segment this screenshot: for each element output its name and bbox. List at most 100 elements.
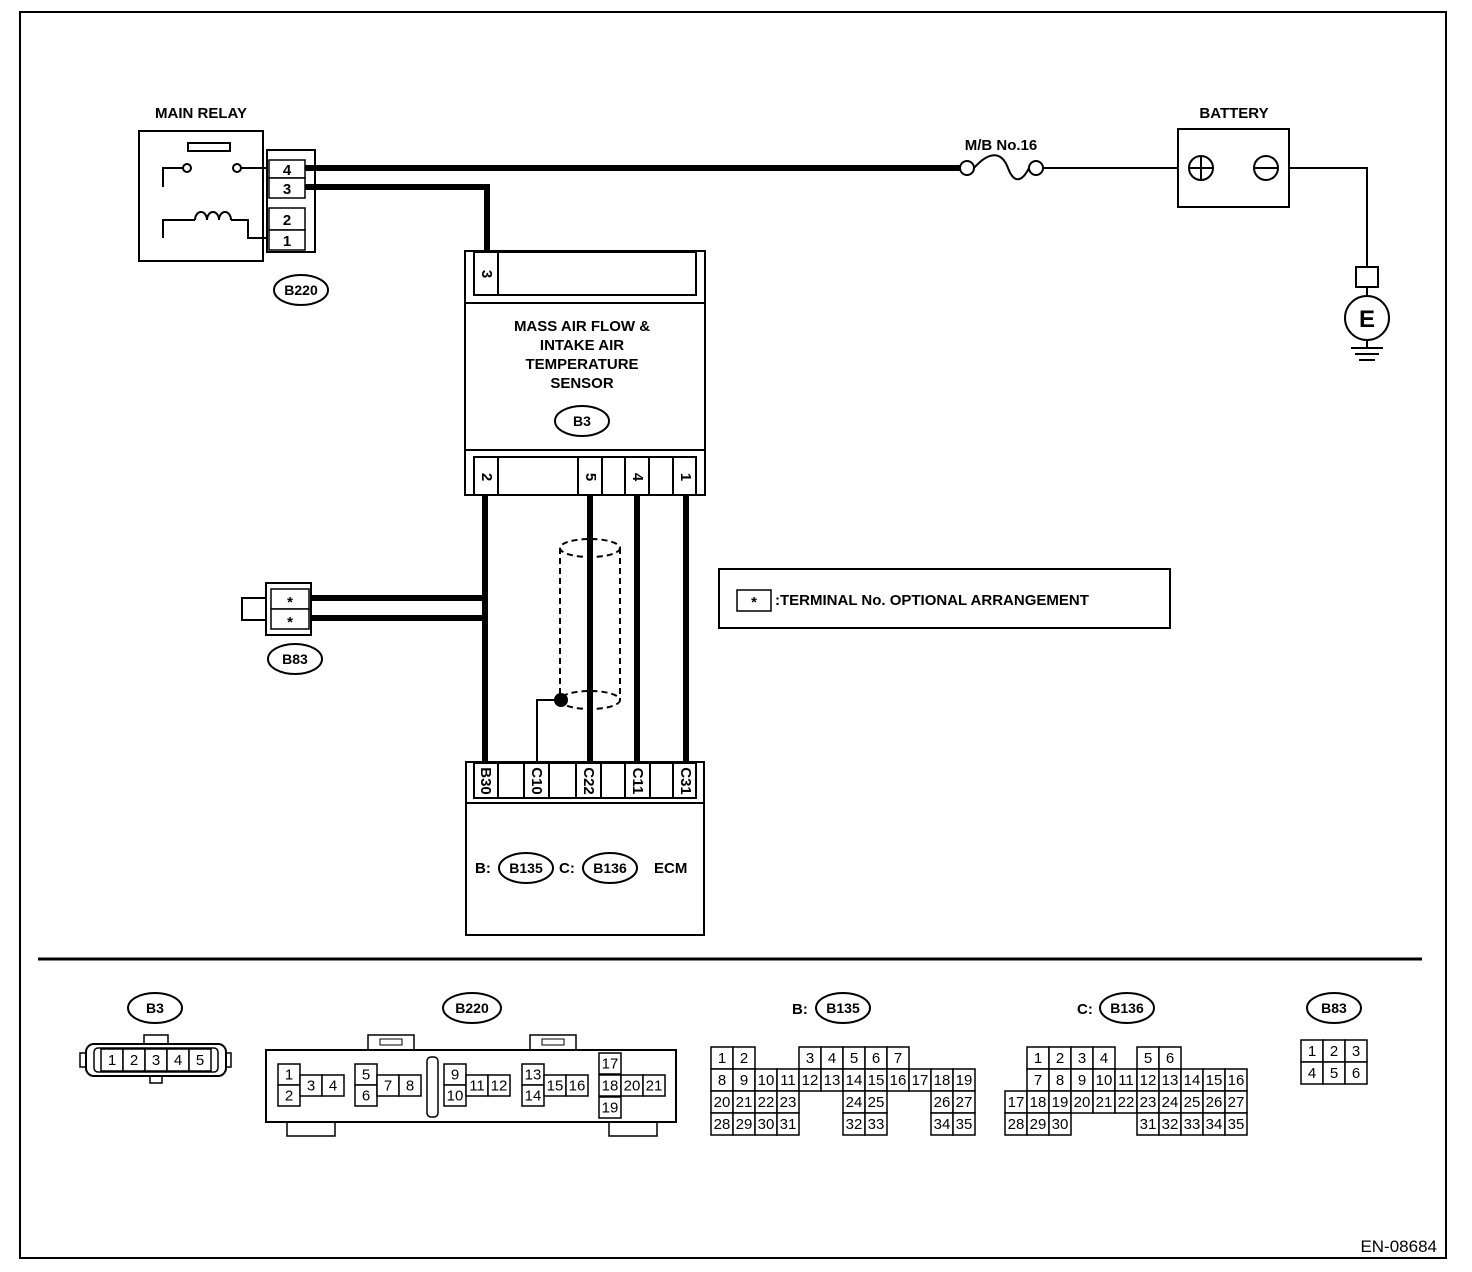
wire-b83-lower [311, 615, 488, 766]
maf-pin-1: 1 [677, 473, 694, 481]
b220-view-pin-2: 2 [285, 1088, 293, 1105]
wire-shield-c10 [536, 699, 561, 766]
b136-view-pin-11: 11 [1118, 1072, 1134, 1089]
b135-view-pin-2: 2 [740, 1050, 748, 1067]
b135-view-pin-8: 8 [718, 1072, 726, 1089]
b220-view-pin-20: 20 [624, 1078, 641, 1095]
maf-title-line-1: MASS AIR FLOW & [514, 318, 650, 335]
ecm-b-prefix: B: [475, 860, 491, 877]
b3-view-pin-1: 1 [108, 1052, 116, 1069]
legend-symbol: * [751, 594, 757, 611]
b83-view-label: B83 [1321, 1000, 1347, 1016]
b135-view-pin-32: 32 [846, 1116, 863, 1133]
b136-view-pin-31: 31 [1140, 1116, 1157, 1133]
b135-view-pin-12: 12 [802, 1072, 819, 1089]
fuse: M/B No.16 [959, 137, 1044, 181]
b135-view-pin-4: 4 [828, 1050, 836, 1067]
b83-view-pin-2: 2 [1330, 1043, 1338, 1060]
main-relay-title: MAIN RELAY [155, 105, 247, 122]
b220-view-pin-17-cell [598, 1052, 622, 1075]
b136-view-pin-2: 2 [1056, 1050, 1064, 1067]
b3-view-pin-5: 5 [196, 1052, 204, 1069]
ecm-title: ECM [654, 860, 687, 877]
b136-view-pin-1: 1 [1034, 1050, 1042, 1067]
maf-title-line-2: INTAKE AIR [540, 337, 624, 354]
b135-view-pin-10: 10 [758, 1072, 775, 1089]
b83-view-pin-1: 1 [1308, 1043, 1316, 1060]
b135-view-pin-33-cell [864, 1112, 888, 1136]
b220-view-pin-4: 4 [329, 1078, 337, 1095]
maf-title-line-4: SENSOR [550, 375, 614, 392]
b136-view-label: B136 [1110, 1000, 1144, 1016]
b220-view-pin-4-cell [321, 1074, 345, 1097]
b220-view-pin-21-cell [642, 1074, 666, 1097]
b220-view-pin-12: 12 [491, 1078, 508, 1095]
b135-view-pin-31-cell [776, 1112, 800, 1136]
b135-view-pin-24: 24 [846, 1094, 863, 1111]
b136-view-prefix: C: [1077, 1001, 1093, 1018]
b3-view-pin-2: 2 [130, 1052, 138, 1069]
ecm-c-prefix: C: [559, 860, 575, 877]
b136-view-pin-20: 20 [1074, 1094, 1091, 1111]
b136-view-pin-24: 24 [1162, 1094, 1179, 1111]
b135-view-pin-22: 22 [758, 1094, 775, 1111]
b136-view-pin-35: 35 [1228, 1116, 1245, 1133]
ecm-pin-c10: C10 [528, 767, 545, 795]
fuse-label: M/B No.16 [965, 137, 1038, 154]
b135-view-pin-27: 27 [956, 1094, 973, 1111]
b220-view-pin-13: 13 [525, 1067, 542, 1084]
b83-view-pin-6-cell [1344, 1061, 1368, 1085]
b83-view-pin-6: 6 [1352, 1065, 1360, 1082]
b136-view-pin-6: 6 [1166, 1050, 1174, 1067]
b136-view-pin-28: 28 [1008, 1116, 1025, 1133]
b135-view-pin-16: 16 [890, 1072, 907, 1089]
b136-view-pin-17: 17 [1008, 1094, 1025, 1111]
b136-view-pin-19: 19 [1052, 1094, 1069, 1111]
b136-view-pin-26: 26 [1206, 1094, 1223, 1111]
diagram-frame [19, 11, 1447, 1259]
b136-view-pin-10: 10 [1096, 1072, 1113, 1089]
b220-view-pin-11: 11 [469, 1078, 485, 1095]
maf-top-pin-3: 3 [478, 270, 495, 278]
figure-id: EN-08684 [1360, 1237, 1437, 1256]
b135-view-pin-33: 33 [868, 1116, 885, 1133]
maf-title-line-3: TEMPERATURE [525, 356, 638, 373]
b136-view-pin-33: 33 [1184, 1116, 1201, 1133]
b135-view-pin-9: 9 [740, 1072, 748, 1089]
b220-view-pin-19: 19 [602, 1100, 619, 1117]
b136-view-pin-7: 7 [1034, 1072, 1042, 1089]
b135-view-pin-25: 25 [868, 1094, 885, 1111]
relay-contact-icon [187, 142, 231, 152]
b136-view-pin-22: 22 [1118, 1094, 1135, 1111]
ecm-c-connector: B136 [593, 860, 627, 876]
relay-pin-4: 4 [283, 162, 292, 179]
b83-view-pin-3: 3 [1352, 1043, 1360, 1060]
main-relay: MAIN RELAY 4 3 2 1 B220 [138, 105, 329, 306]
fuse-icon [973, 154, 1030, 181]
b136-view-pin-18: 18 [1030, 1094, 1047, 1111]
relay-pin-2: 2 [283, 212, 291, 229]
legend-text: :TERMINAL No. OPTIONAL ARRANGEMENT [775, 592, 1089, 609]
b220-view-pin-6: 6 [362, 1088, 370, 1105]
b135-view-pin-35: 35 [956, 1116, 973, 1133]
b136-view-pin-5: 5 [1144, 1050, 1152, 1067]
b220-view-pin-16-cell [565, 1074, 589, 1097]
b220-view-pin-8: 8 [406, 1078, 414, 1095]
b136-view-pin-9: 9 [1078, 1072, 1086, 1089]
b135-view-pin-13: 13 [824, 1072, 841, 1089]
b135-view-label: B135 [826, 1000, 860, 1016]
ground: E [1289, 167, 1390, 361]
b136-view-pin-8: 8 [1056, 1072, 1064, 1089]
b3-view-pin-3: 3 [152, 1052, 160, 1069]
b135-view-pin-1: 1 [718, 1050, 726, 1067]
b83-view-pin-4: 4 [1308, 1065, 1316, 1082]
b220-view-pin-19-cell [598, 1096, 622, 1119]
b220-view-pin-12-cell [487, 1074, 511, 1097]
b136-view-pin-12: 12 [1140, 1072, 1157, 1089]
